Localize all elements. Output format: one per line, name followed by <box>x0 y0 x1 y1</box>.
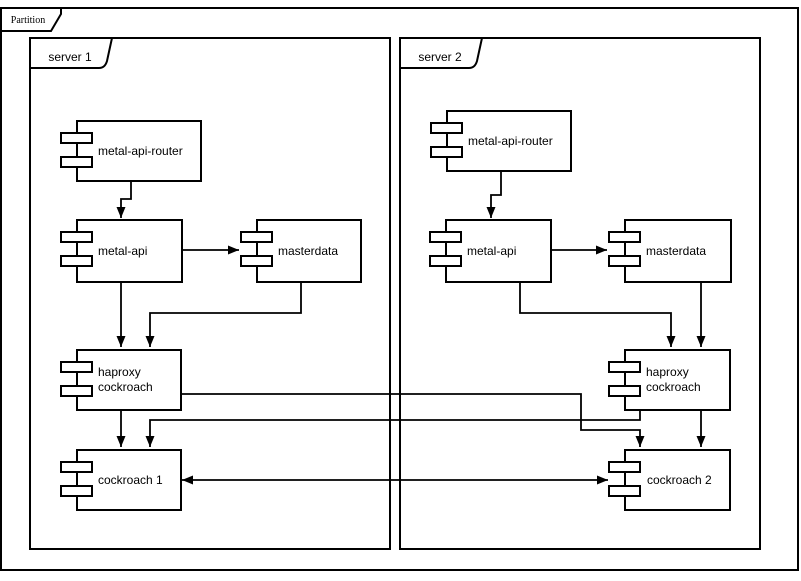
component-port-icon <box>60 132 93 144</box>
component-label: cockroach 1 <box>98 473 163 487</box>
component-port-icon <box>60 385 93 397</box>
component-s1-metal-api: metal-api <box>60 219 183 283</box>
component-s2-haproxy-cockroach: haproxy cockroach <box>608 349 731 411</box>
server-2-label: server 2 <box>418 50 462 64</box>
component-box <box>76 120 202 182</box>
component-label: metal-api-router <box>98 144 183 158</box>
component-port-icon <box>60 156 93 168</box>
component-port-icon <box>240 255 273 267</box>
component-box <box>446 110 572 172</box>
edge-s1-router-to-metal-api <box>116 181 132 218</box>
partition-frame-label: Partition <box>11 15 45 26</box>
edge-s2-router-to-metal-api <box>486 171 502 218</box>
server-2-tab <box>400 37 483 69</box>
component-label: cockroach 2 <box>647 473 712 487</box>
component-s1-haproxy-cockroach: haproxy cockroach <box>60 349 182 411</box>
component-port-icon <box>608 361 641 373</box>
server-2-frame: server 2 <box>399 37 761 550</box>
component-box <box>624 219 732 283</box>
server-1-tab <box>30 37 113 69</box>
component-port-icon <box>608 255 641 267</box>
component-port-icon <box>60 461 93 473</box>
component-port-icon <box>608 231 641 243</box>
component-port-icon <box>60 361 93 373</box>
partition-frame-border <box>0 7 799 571</box>
component-s2-cockroach-2: cockroach 2 <box>608 449 731 511</box>
partition-frame-tab <box>0 7 62 32</box>
component-port-icon <box>60 255 93 267</box>
component-box <box>76 219 183 283</box>
server-2-border <box>399 37 761 550</box>
component-port-icon <box>60 485 93 497</box>
component-label: metal-api <box>467 244 516 258</box>
server-1-border <box>29 37 391 550</box>
component-box <box>445 219 552 283</box>
partition-frame: Partition <box>0 7 799 571</box>
edge-s2-haproxy-to-cockroach1 <box>145 410 641 447</box>
server-1-label: server 1 <box>48 50 92 64</box>
component-port-icon <box>60 231 93 243</box>
component-box <box>256 219 362 283</box>
component-s2-metal-api-router: metal-api-router <box>430 110 572 172</box>
component-s2-metal-api: metal-api <box>429 219 552 283</box>
component-s1-masterdata: masterdata <box>240 219 362 283</box>
component-label-line2: cockroach <box>646 380 701 394</box>
component-port-icon <box>608 485 641 497</box>
component-port-icon <box>608 461 641 473</box>
component-box <box>624 349 731 411</box>
connections <box>116 171 706 485</box>
component-label-line1: haproxy <box>646 365 689 379</box>
component-port-icon <box>608 385 641 397</box>
component-port-icon <box>430 146 463 158</box>
component-port-icon <box>430 122 463 134</box>
component-label: metal-api-router <box>468 134 553 148</box>
component-label: metal-api <box>98 244 147 258</box>
component-box <box>76 349 182 411</box>
component-label-line2: cockroach <box>98 380 153 394</box>
component-label-line1: haproxy <box>98 365 141 379</box>
component-box <box>624 449 731 511</box>
edge-s2-metal-api-to-haproxy <box>519 282 676 347</box>
edge-s1-masterdata-to-haproxy <box>145 282 302 347</box>
component-s1-metal-api-router: metal-api-router <box>60 120 202 182</box>
edge-s1-haproxy-to-cockroach2 <box>181 393 645 447</box>
component-box <box>76 449 182 511</box>
component-port-icon <box>429 231 462 243</box>
server-1-frame: server 1 <box>29 37 391 550</box>
component-port-icon <box>240 231 273 243</box>
component-s2-masterdata: masterdata <box>608 219 732 283</box>
component-s1-cockroach-1: cockroach 1 <box>60 449 182 511</box>
component-port-icon <box>429 255 462 267</box>
component-label: masterdata <box>646 244 706 258</box>
component-label: masterdata <box>278 244 338 258</box>
